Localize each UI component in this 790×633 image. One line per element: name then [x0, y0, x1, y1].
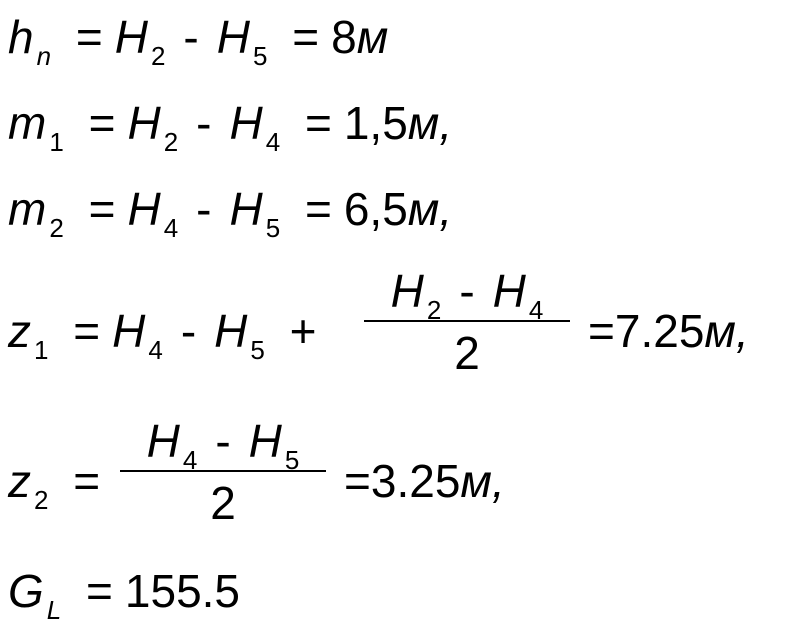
z1-minus: -	[180, 305, 197, 357]
m1-value: 1,5	[343, 97, 408, 149]
z2-num-term2: H	[248, 415, 282, 467]
gl-lhs: G	[8, 565, 44, 617]
hn-term1-sub: 2	[150, 41, 166, 71]
z1-unit: м,	[704, 305, 749, 357]
hn-lhs-sub: n	[36, 41, 52, 71]
m1-minus: -	[196, 97, 212, 149]
z2-value: 3.25	[370, 455, 461, 507]
z1-lhs-sub: 1	[34, 335, 49, 365]
hn-term1: H	[114, 11, 148, 63]
gl-lhs-sub: L	[46, 595, 62, 625]
z1-fraction-bar	[364, 320, 570, 322]
z1-num-term2: H	[492, 265, 526, 317]
m1-equals-2: =	[304, 97, 332, 149]
z1-num-term1: H	[390, 265, 424, 317]
z1-term2: H	[214, 305, 248, 357]
gl-equals: =	[86, 565, 113, 617]
z1-term1: H	[112, 305, 146, 357]
z1-num-term2-sub: 4	[528, 295, 544, 325]
m1-equals: =	[88, 97, 116, 149]
z1-equals: =	[73, 305, 101, 357]
z1-lhs: z	[8, 305, 31, 357]
m1-term1: H	[127, 97, 161, 149]
z1-denominator: 2	[454, 327, 480, 379]
z2-equals: =	[73, 455, 101, 507]
z2-lhs-sub: 2	[34, 485, 49, 515]
z2-lhs: z	[8, 455, 31, 507]
m1-lhs: m	[8, 97, 47, 149]
z1-plus: +	[289, 305, 317, 357]
m2-equals: =	[88, 183, 116, 235]
z2-num-term1-sub: 4	[182, 445, 198, 475]
hn-equals-2: =	[292, 11, 320, 63]
z1-term1-sub: 4	[148, 335, 163, 365]
z2-equals-2: =	[344, 455, 371, 507]
hn-term2-sub: 5	[252, 41, 268, 71]
m1-term2: H	[229, 97, 263, 149]
m1-unit: м,	[407, 97, 453, 149]
m2-lhs-sub: 2	[49, 213, 64, 243]
m2-equals-2: =	[304, 183, 332, 235]
z1-equals-2: =	[588, 305, 615, 357]
m2-term1: H	[127, 183, 161, 235]
m2-value: 6,5	[343, 183, 408, 235]
m1-term2-sub: 4	[265, 127, 281, 157]
m2-lhs: m	[8, 183, 47, 235]
z2-num-term1: H	[146, 415, 180, 467]
z1-term2-sub: 5	[250, 335, 265, 365]
z1-value: 7.25	[614, 305, 705, 357]
z2-num-term2-sub: 5	[284, 445, 300, 475]
z1-result: =7.25м,	[588, 308, 749, 354]
hn-minus: -	[183, 11, 199, 63]
m2-term2-sub: 5	[265, 213, 281, 243]
z2-result: =3.25м,	[344, 458, 505, 504]
hn-unit: м	[356, 11, 389, 63]
hn-lhs: h	[8, 11, 34, 63]
m2-minus: -	[196, 183, 212, 235]
hn-value: 8	[331, 11, 357, 63]
m1-lhs-sub: 1	[49, 127, 64, 157]
hn-term2: H	[216, 11, 250, 63]
gl-value: 155.5	[124, 565, 241, 617]
m2-unit: м,	[407, 183, 453, 235]
hn-equals: =	[75, 11, 103, 63]
z1-num-term1-sub: 2	[426, 295, 442, 325]
z2-fraction-bar	[120, 470, 326, 472]
z2-denominator: 2	[210, 477, 236, 529]
z2-num-minus: -	[215, 415, 231, 467]
z2-unit: м,	[460, 455, 505, 507]
m1-term1-sub: 2	[163, 127, 179, 157]
z1-num-minus: -	[459, 265, 475, 317]
m2-term2: H	[229, 183, 263, 235]
m2-term1-sub: 4	[163, 213, 179, 243]
